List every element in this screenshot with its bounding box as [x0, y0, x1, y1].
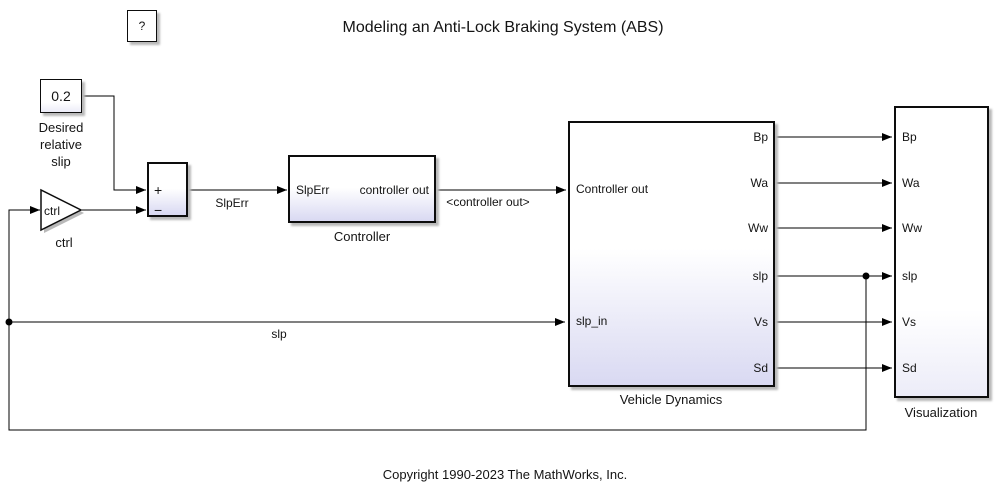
- wire-feedback-loop[interactable]: [8, 206, 867, 431]
- vd-outport-bp: Bp: [753, 130, 768, 144]
- vis-inport-wa: Wa: [902, 176, 920, 190]
- controller-inport-label: SlpErr: [296, 183, 330, 197]
- signal-label-slperr: SlpErr: [215, 196, 249, 210]
- controller-block-name: Controller: [333, 229, 391, 244]
- vehicle-dynamics-block[interactable]: Controller out slp_in Bp Wa Ww slp Vs Sd: [568, 121, 775, 387]
- sum-plus-sign: +: [154, 182, 163, 198]
- vehicle-dynamics-block-name: Vehicle Dynamics: [619, 392, 723, 407]
- copyright-annotation: Copyright 1990-2023 The MathWorks, Inc.: [382, 467, 628, 482]
- gain-block-triangle[interactable]: [40, 188, 83, 232]
- vd-outport-vs: Vs: [753, 315, 768, 329]
- junction-dot: [862, 272, 870, 280]
- controller-outport-label: controller out: [359, 183, 429, 197]
- controller-block[interactable]: SlpErr controller out: [288, 155, 436, 223]
- vis-inport-vs: Vs: [902, 315, 917, 329]
- visualization-block[interactable]: Bp Wa Ww slp Vs Sd: [894, 106, 989, 398]
- vd-inport-slp-in: slp_in: [576, 314, 608, 328]
- sum-minus-sign: −: [154, 202, 163, 218]
- sum-block[interactable]: + −: [147, 162, 188, 217]
- vd-outport-slp: slp: [752, 269, 768, 283]
- gain-block-text: ctrl: [44, 204, 60, 218]
- vd-outport-wa: Wa: [750, 176, 768, 190]
- vd-inport-controller-out: Controller out: [576, 182, 649, 196]
- vd-outport-ww: Ww: [748, 221, 768, 235]
- vd-outport-sd: Sd: [753, 361, 768, 375]
- constant-block[interactable]: 0.2: [40, 79, 82, 113]
- vis-inport-slp: slp: [902, 269, 918, 283]
- model-title: Modeling an Anti-Lock Braking System (AB…: [342, 19, 664, 36]
- vis-inport-ww: Ww: [902, 221, 922, 235]
- vis-inport-bp: Bp: [902, 130, 917, 144]
- visualization-block-name: Visualization: [904, 405, 978, 420]
- gain-block-name: ctrl: [55, 235, 73, 250]
- help-block[interactable]: ?: [127, 10, 157, 42]
- constant-value: 0.2: [51, 88, 71, 104]
- help-block-label: ?: [138, 19, 146, 33]
- vis-inport-sd: Sd: [902, 361, 917, 375]
- signal-label-controller-out: <controller out>: [446, 195, 530, 209]
- signal-label-slp: slp: [271, 327, 287, 341]
- wire-constant-to-sum[interactable]: [82, 95, 146, 194]
- constant-block-name: Desired relative slip: [38, 120, 84, 169]
- junction-dot: [5, 318, 13, 326]
